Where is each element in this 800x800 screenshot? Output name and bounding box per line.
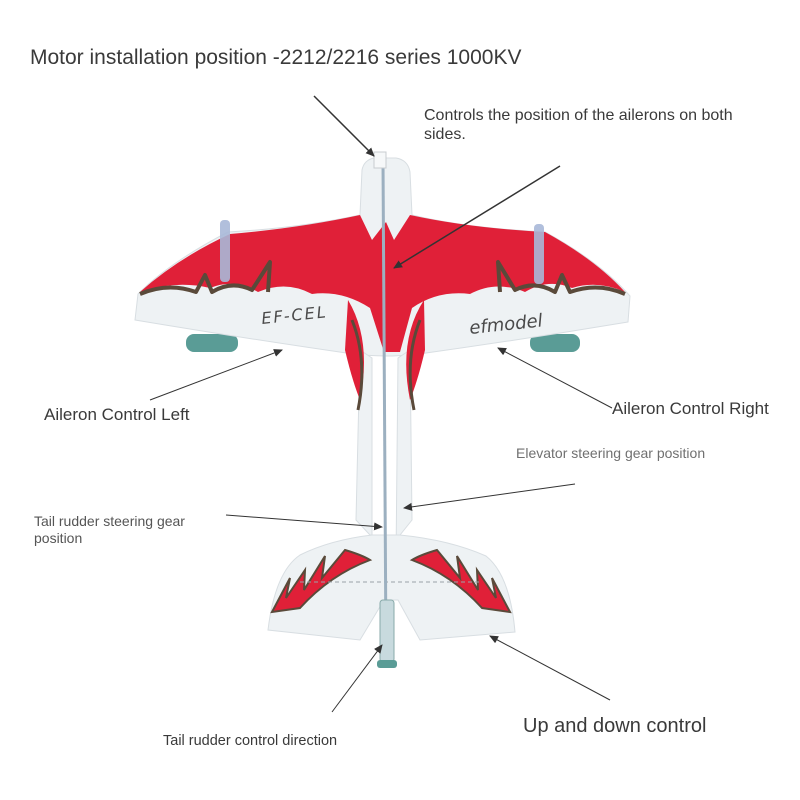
tail-flame-left (270, 548, 373, 614)
pointer-tail-rudder-direction (331, 644, 383, 713)
label-aileron-left: Aileron Control Left (44, 405, 190, 424)
pointer-tail-rudder-gear (225, 514, 383, 531)
label-up-down-control: Up and down control (523, 715, 707, 737)
airplane-body: EF-CEL efmodel (134, 151, 631, 668)
left-wing-pontoon (186, 334, 238, 352)
fuselage-trim-left (345, 300, 364, 400)
horizontal-tail (267, 534, 516, 641)
pointer-ailerons-both (393, 165, 561, 269)
tail-flame-right (409, 548, 512, 614)
pointer-lines (149, 95, 613, 713)
label-elevator-gear: Elevator steering gear position (516, 445, 706, 461)
label-motor-installation: Motor installation position -2212/2216 s… (30, 46, 522, 69)
center-pushrod (381, 161, 388, 653)
label-tail-rudder-gear: Tail rudder steering gear position (34, 513, 185, 546)
label-aileron-right: Aileron Control Right (612, 399, 769, 418)
pointer-up-down (489, 635, 611, 701)
tail-rudder-tip (377, 660, 397, 668)
right-wing-pontoon (530, 334, 580, 352)
pointer-motor (313, 95, 375, 157)
pointer-elevator-gear (403, 483, 576, 511)
fuselage-dark-right (408, 319, 422, 411)
wing-trim-right (496, 260, 626, 296)
pointer-aileron-left (149, 349, 283, 401)
tail-rudder-post (379, 599, 395, 663)
motor-mount (373, 151, 387, 169)
fuselage-dark-left (350, 319, 364, 411)
label-tail-rudder-direction: Tail rudder control direction (163, 733, 338, 749)
left-wingtip-plate (220, 220, 230, 282)
wing-trim-left (139, 260, 272, 296)
right-wingtip-plate (534, 224, 544, 284)
pointer-aileron-right (497, 347, 613, 409)
label-aileron-control-both: Controls the position of the ailerons on… (424, 107, 733, 144)
